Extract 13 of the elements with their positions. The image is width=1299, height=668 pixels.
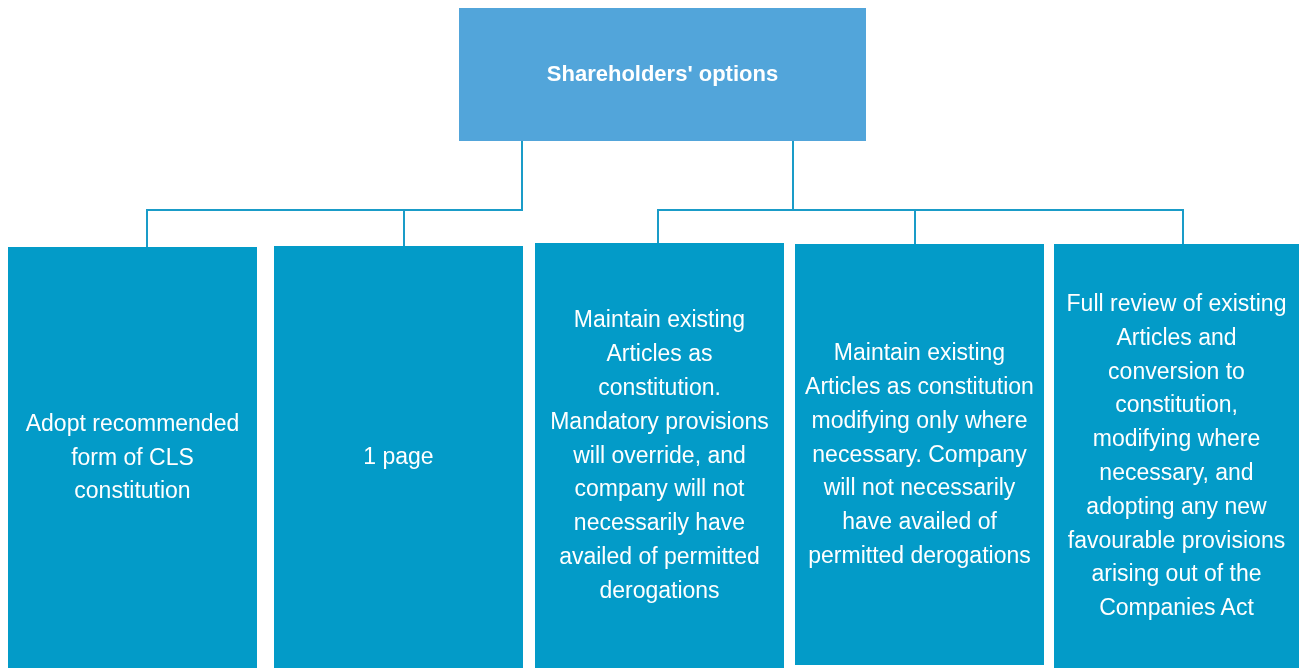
option-text: Full review of existing Articles and conversion to constitution, modifying where necessary, and adopting any new favourable provisions arising out of the Companies Act	[1065, 289, 1288, 623]
option-box	[1054, 244, 1299, 668]
option-text: Adopt recommended form of CLS constitution	[24, 408, 241, 506]
header-text: Shareholders' options	[546, 60, 779, 89]
header-box	[459, 8, 866, 141]
connector-line	[403, 140, 523, 247]
option-box	[795, 244, 1044, 665]
option-text: Maintain existing Articles as constitution. Mandatory provisions will override, and company will not necessarily have availed of permitted derogations	[549, 305, 770, 605]
option-box	[535, 243, 784, 668]
option-box	[8, 247, 257, 668]
option-text: Maintain existing Articles as constitution modifying only where necessary. Company will not necessarily have availed of permitted derogations	[805, 338, 1034, 570]
option-text: 1 page	[363, 442, 434, 472]
option-box	[274, 246, 523, 668]
